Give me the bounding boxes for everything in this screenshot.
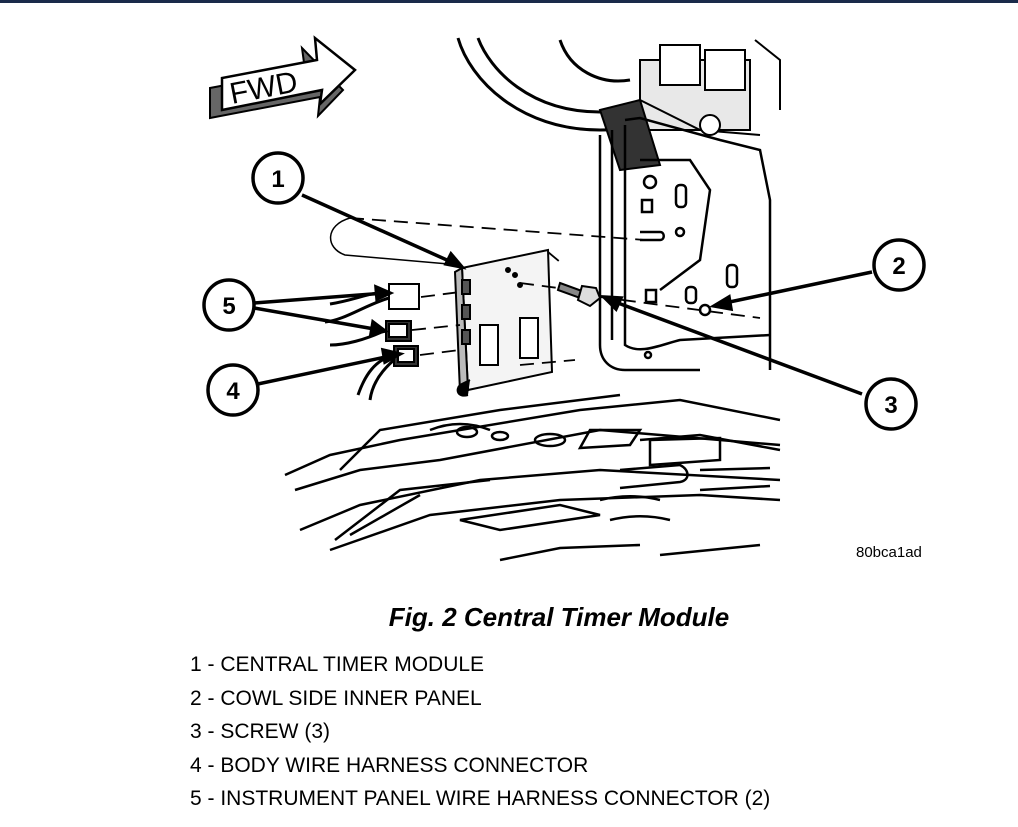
legend-item: 3 - SCREW (3)	[190, 720, 331, 743]
figure-caption: Fig. 2 Central Timer Module	[388, 602, 730, 632]
callout-3-label: 3	[884, 392, 897, 419]
floor-pan	[284, 393, 781, 562]
leader-lines	[252, 193, 873, 396]
fwd-label: FWD	[227, 65, 300, 110]
central-timer-module	[453, 248, 554, 397]
callout-3: 3	[864, 377, 918, 431]
callout-1-label: 1	[271, 166, 284, 193]
top-rule	[0, 0, 1018, 3]
screw	[556, 281, 602, 308]
legend-item: 1 - CENTRAL TIMER MODULE	[190, 653, 485, 676]
cowl-side-inner-panel	[598, 116, 772, 372]
callout-2-label: 2	[892, 253, 905, 280]
body-wire-connector	[393, 345, 419, 367]
legend-list: 1 - CENTRAL TIMER MODULE 2 - COWL SIDE I…	[190, 648, 770, 816]
image-code: 80bca1ad	[856, 544, 922, 561]
locating-tab-outline	[329, 217, 461, 266]
callout-1: 1	[251, 151, 305, 205]
diagram-illustration: FWD	[202, 35, 926, 562]
fwd-arrow: FWD	[209, 35, 357, 120]
instrument-panel-connectors	[385, 283, 420, 342]
harness-wires	[324, 290, 395, 401]
callout-4-label: 4	[226, 378, 240, 405]
callout-4: 4	[206, 363, 260, 417]
callout-2: 2	[872, 238, 926, 292]
legend-item: 5 - INSTRUMENT PANEL WIRE HARNESS CONNEC…	[190, 787, 771, 810]
legend-item: 4 - BODY WIRE HARNESS CONNECTOR	[190, 753, 589, 777]
callout-5-label: 5	[222, 293, 235, 320]
callout-5: 5	[202, 278, 256, 332]
steering-column	[598, 39, 781, 172]
alignment-lines	[349, 217, 761, 366]
legend-item: 2 - COWL SIDE INNER PANEL	[190, 686, 482, 710]
